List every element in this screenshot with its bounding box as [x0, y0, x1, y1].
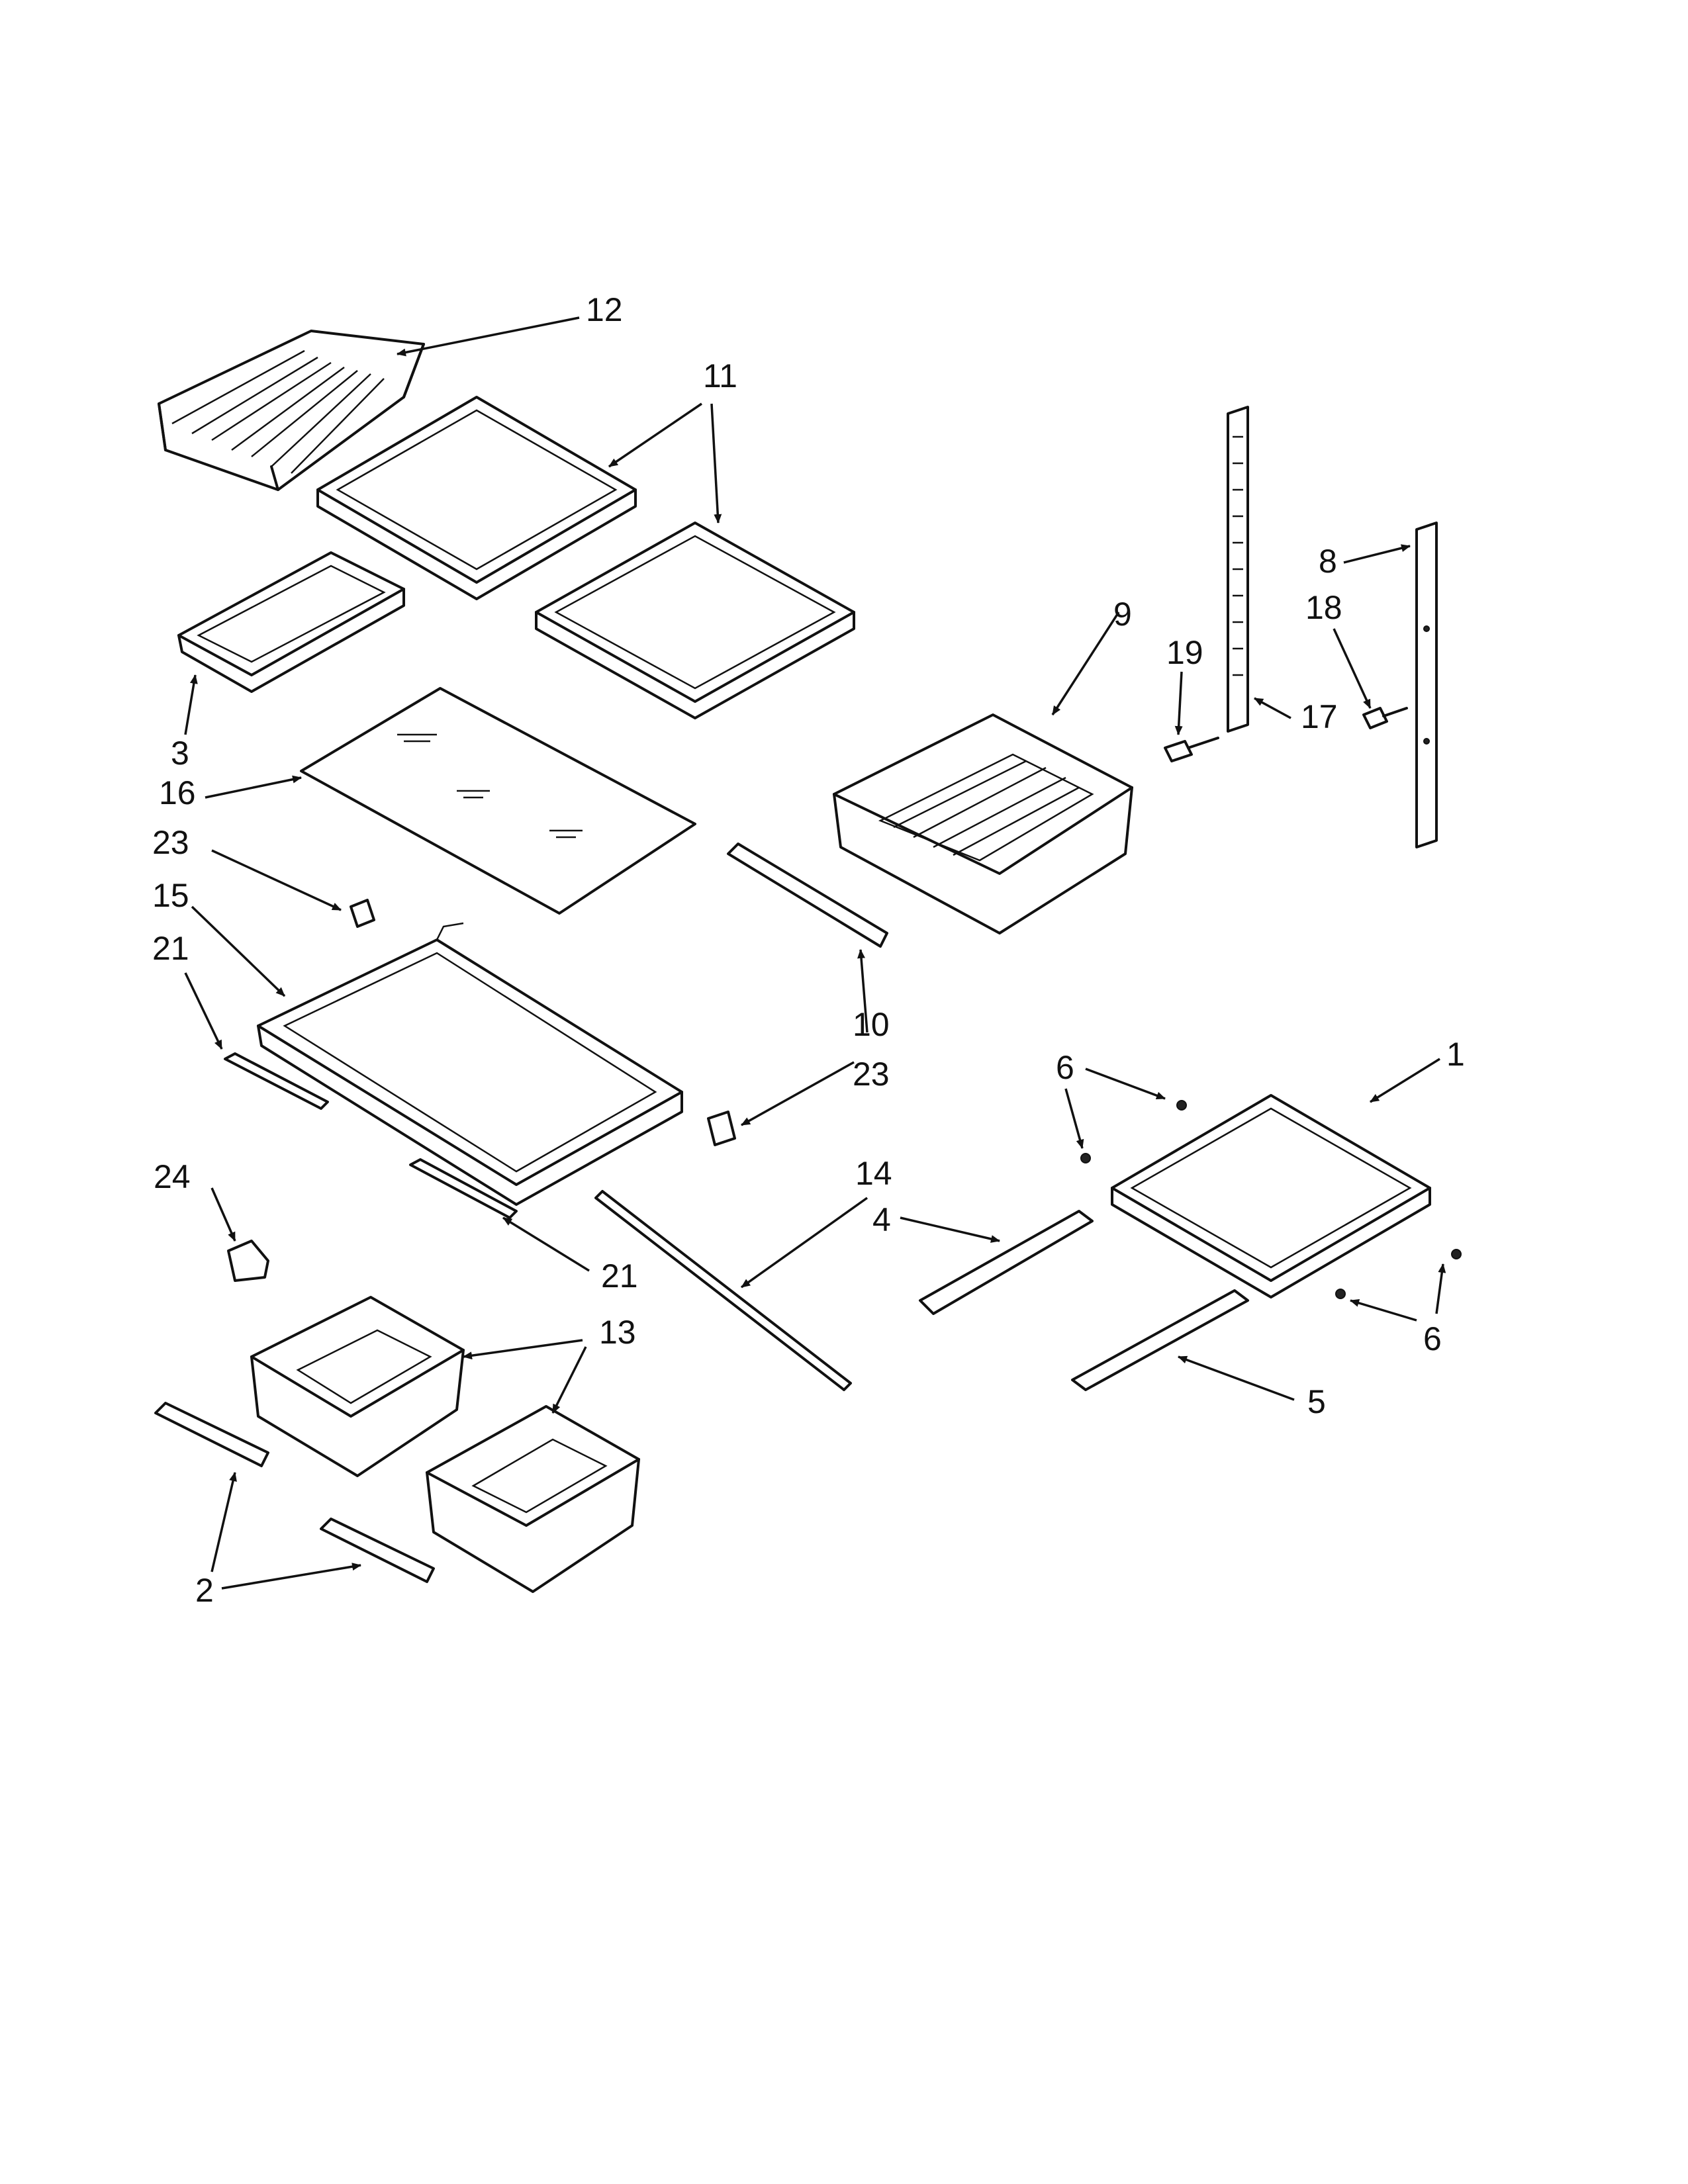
- callout-17: 17: [1301, 698, 1338, 735]
- part-14-trim: [594, 1190, 852, 1391]
- part-3-small-shelf: [177, 551, 405, 693]
- part-11-shelf-lower: [535, 522, 855, 719]
- callout-6-lower: 6: [1423, 1320, 1442, 1357]
- callout-1: 1: [1446, 1036, 1465, 1073]
- part-17-rail: [1227, 406, 1249, 733]
- part-8-rail: [1415, 522, 1438, 848]
- callout-21-lower: 21: [601, 1257, 638, 1295]
- callout-labels: 12 11 3 16 23 15 21 24 21 23 10 9 17 19 …: [152, 291, 1465, 1609]
- part-9-deli-drawer: [833, 713, 1133, 934]
- callout-23-upper: 23: [152, 824, 189, 861]
- part-15-shelf-frame: [257, 922, 683, 1206]
- part-2-handle-lower: [320, 1518, 435, 1583]
- callout-23-lower: 23: [853, 1056, 890, 1093]
- part-23-clip-upper: [350, 899, 375, 928]
- callout-14: 14: [855, 1155, 892, 1192]
- callout-11: 11: [703, 357, 737, 394]
- leader-lines: [184, 316, 1446, 1590]
- callout-6-upper: 6: [1056, 1049, 1074, 1086]
- callout-19: 19: [1166, 634, 1203, 671]
- callout-13: 13: [599, 1314, 636, 1351]
- part-23-clip-lower: [707, 1111, 736, 1146]
- callout-16: 16: [159, 774, 196, 811]
- part-18-screw: [1362, 707, 1408, 729]
- part-13-drawer-lower: [426, 1405, 640, 1593]
- part-1-shelf: [1111, 1094, 1431, 1298]
- callout-24: 24: [154, 1158, 191, 1195]
- part-16-glass-panel: [300, 687, 696, 915]
- part-21-slide-right: [409, 1158, 518, 1219]
- callout-15: 15: [152, 877, 189, 914]
- part-6-screws: [1080, 1100, 1462, 1299]
- callout-12: 12: [586, 291, 623, 328]
- part-5-rail: [1071, 1289, 1249, 1391]
- callout-18: 18: [1305, 589, 1342, 626]
- callout-3: 3: [171, 735, 189, 772]
- part-10-handle: [727, 842, 888, 948]
- callout-21-upper: 21: [152, 930, 189, 967]
- callout-4: 4: [872, 1201, 891, 1238]
- callout-5: 5: [1307, 1383, 1326, 1420]
- part-11-shelf-upper: [316, 396, 637, 600]
- part-24-bracket: [227, 1240, 269, 1282]
- part-19-screw: [1164, 737, 1219, 762]
- callout-9: 9: [1113, 596, 1132, 633]
- callout-2: 2: [195, 1572, 214, 1609]
- callout-10: 10: [853, 1006, 890, 1043]
- part-21-slide-left: [224, 1052, 329, 1110]
- callout-8: 8: [1319, 543, 1337, 580]
- part-4-rail: [919, 1210, 1094, 1315]
- part-13-drawer-upper: [250, 1296, 465, 1477]
- part-2-handle-upper: [154, 1402, 269, 1467]
- part-12-wire-basket: [158, 330, 425, 491]
